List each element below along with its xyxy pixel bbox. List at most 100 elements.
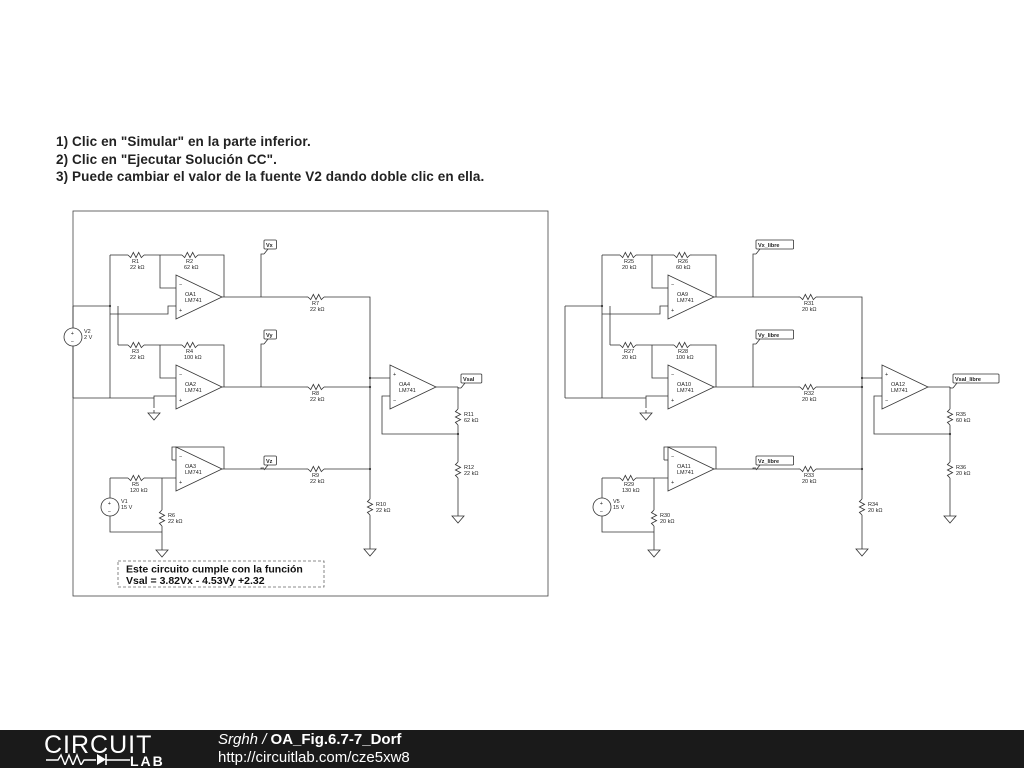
resistor-r30 (650, 509, 658, 527)
resistor-label: R31 (804, 301, 814, 307)
circuit-name[interactable]: OA_Fig.6.7-7_Dorf (270, 731, 402, 748)
resistor-r11 (454, 408, 462, 426)
opamp-model: LM741 (399, 388, 416, 394)
opamp-pin: − (885, 398, 888, 404)
resistor-value: 100 kΩ (184, 355, 202, 361)
junction (600, 304, 604, 308)
opamp-pin: − (671, 282, 674, 288)
left-circuit-frame (72, 210, 549, 597)
junction (860, 376, 864, 380)
resistor-label: R8 (312, 391, 319, 397)
wire (873, 395, 950, 435)
wire (645, 395, 668, 408)
wire (159, 345, 176, 379)
resistor-r28 (673, 341, 691, 349)
resistor-r25 (619, 251, 637, 259)
ground-icon (155, 549, 169, 558)
resistor-label: R32 (804, 391, 814, 397)
resistor-value: 62 kΩ (184, 265, 199, 271)
opamp-oa12 (881, 364, 929, 410)
source-plus: + (600, 501, 603, 507)
wire (651, 255, 668, 289)
resistor-value: 62 kΩ (464, 418, 479, 424)
wire (381, 395, 458, 435)
ground-icon (943, 515, 957, 524)
circuit-title[interactable]: Srghh / OA_Fig.6.7-7_Dorf (218, 731, 401, 748)
opamp-label: OA1 (185, 292, 196, 298)
wire (949, 387, 953, 389)
opamp-model: LM741 (891, 388, 908, 394)
wire (601, 516, 654, 533)
resistor-label: R25 (624, 259, 634, 265)
ground-icon (855, 548, 869, 557)
wire (692, 254, 717, 297)
junction (368, 467, 372, 471)
junction (860, 467, 864, 471)
opamp-pin: + (671, 308, 674, 314)
wire (260, 253, 264, 297)
resistor-value: 20 kΩ (802, 397, 817, 403)
resistor-label: R26 (678, 259, 688, 265)
source-label: V5 (613, 499, 620, 505)
resistor-label: R27 (624, 349, 634, 355)
net-label-vx (263, 239, 277, 250)
resistor-r6 (158, 509, 166, 527)
instruction-line: 2) Clic en "Ejecutar Solución CC". (56, 151, 277, 167)
opamp-label: OA2 (185, 382, 196, 388)
wire (818, 296, 863, 497)
wire (460, 382, 466, 389)
opamp-pin: − (179, 282, 182, 288)
wire (260, 343, 264, 387)
wire (752, 343, 756, 387)
resistor-label: R33 (804, 473, 814, 479)
resistor-r27 (619, 341, 637, 349)
resistor-r10 (366, 498, 374, 516)
source-plus: + (108, 501, 111, 507)
resistor-value: 100 kΩ (676, 355, 694, 361)
resistor-label: R3 (132, 349, 139, 355)
resistor-value: 20 kΩ (868, 508, 883, 514)
opamp-model: LM741 (677, 388, 694, 394)
resistor-r36 (946, 461, 954, 479)
wire (602, 305, 668, 315)
resistor-value: 22 kΩ (464, 471, 479, 477)
author-name[interactable]: Srghh (218, 731, 259, 748)
resistor-r7 (307, 293, 325, 301)
net-label-text: Vy (266, 333, 273, 339)
opamp-oa11 (667, 446, 715, 492)
resistor-r5 (127, 474, 145, 482)
net-label-vy (263, 329, 277, 340)
resistor-label: R2 (186, 259, 193, 265)
net-label-text: Vy_libre (758, 333, 779, 339)
net-label-vz (263, 455, 277, 466)
wire (153, 395, 176, 408)
resistor-value: 20 kΩ (622, 265, 637, 271)
ground-icon (639, 412, 653, 421)
opamp-oa1 (175, 274, 223, 320)
ground-icon (451, 515, 465, 524)
opamp-model: LM741 (185, 298, 202, 304)
wire (755, 338, 761, 345)
opamp-pin: − (671, 372, 674, 378)
resistor-r26 (673, 251, 691, 259)
source-plus: + (71, 331, 74, 337)
wire (651, 345, 668, 379)
resistor-label: R5 (132, 482, 139, 488)
net-label-text: Vz (266, 459, 273, 465)
opamp-pin: + (393, 372, 396, 378)
wire (663, 446, 717, 469)
opamp-pin: − (179, 454, 182, 460)
circuitlab-logo[interactable]: CIRCUIT LAB (44, 732, 174, 768)
opamp-model: LM741 (677, 470, 694, 476)
junction (108, 304, 112, 308)
circuit-url[interactable]: http://circuitlab.com/cze5xw8 (218, 749, 410, 766)
source-minus: − (600, 510, 603, 516)
net-label-vy_libre (755, 329, 794, 340)
net-label-text: Vsal_libre (955, 377, 981, 383)
resistor-r8 (307, 383, 325, 391)
opamp-pin: + (671, 480, 674, 486)
resistor-label: R36 (956, 465, 966, 471)
